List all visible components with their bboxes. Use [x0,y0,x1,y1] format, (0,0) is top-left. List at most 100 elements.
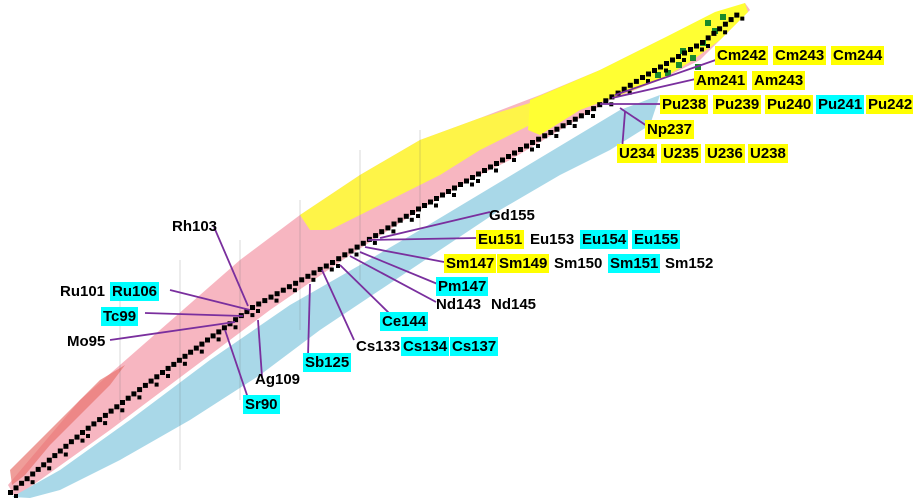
label-eu151: Eu151 [476,230,525,249]
stable-cell [554,134,559,138]
stable-cell [131,391,137,397]
stable-cell [470,175,475,180]
stable-cell [19,480,25,486]
stable-cell [165,365,171,371]
leader-line [621,111,626,151]
label-pu240: Pu240 [765,95,814,114]
stable-cell [640,75,645,80]
stable-cell [434,196,439,201]
stable-cell [464,178,469,184]
stable-cell [391,229,396,234]
stable-cell [403,213,409,219]
stable-cell [311,277,316,282]
label-am243: Am243 [752,71,806,90]
stable-cell [452,193,456,197]
stable-cell [142,382,148,388]
leader-line [307,283,311,357]
stable-cell [13,485,19,491]
stable-cell [317,266,323,272]
label-sm150: Sm150 [554,255,603,272]
stable-cell [86,434,90,438]
label-eu154: Eu154 [580,230,629,249]
stable-cell [268,294,274,300]
stable-cell [293,280,299,286]
stable-cell [410,210,415,215]
stable-cell [250,313,255,318]
stable-cell [621,86,627,92]
actinide-yellow-band [528,3,748,135]
label-pu239: Pu239 [713,95,762,114]
stable-cell [452,185,457,191]
stable-cell [652,68,657,73]
stable-cell [227,321,233,327]
stable-cell [512,158,516,162]
stable-cell [728,17,734,23]
stable-cell [740,16,745,21]
stable-cell [373,233,379,239]
stable-cell [330,260,335,265]
stable-cell [397,217,403,223]
label-ru106: Ru106 [110,282,160,301]
label-sr90: Sr90 [243,395,280,414]
stable-cell [24,476,30,482]
stable-cell [329,267,334,272]
label-pu242: Pu242 [866,95,913,114]
stable-cell [734,12,740,18]
stable-cell [646,71,651,77]
stable-cell [154,374,160,380]
stable-cell [188,349,194,355]
stable-cell [676,54,681,59]
label-cs133: Cs133 [356,338,401,355]
stable-cell [41,462,47,468]
stable-cell [409,217,414,222]
stable-cell [682,50,687,56]
stable-cell [311,270,317,276]
stable-cell [193,345,199,351]
stable-cell [171,361,177,367]
stable-cell [102,412,108,418]
label-u234: U234 [617,144,657,163]
stable-cell [494,161,499,166]
label-gd155: Gd155 [489,207,535,224]
label-u236: U236 [705,144,745,163]
stable-cell [530,140,535,145]
stable-cell [35,466,41,472]
leader-line [224,329,249,399]
leader-line [213,226,249,307]
stable-cell [646,79,650,83]
stable-cell [722,21,728,27]
label-pu241: Pu241 [816,95,865,114]
stable-cell [585,110,590,115]
stable-cell [125,395,131,401]
stable-cell [458,182,463,187]
label-tc99: Tc99 [101,307,139,326]
stable-cell [572,116,578,122]
stable-cell [391,221,397,227]
stable-cell [627,82,633,88]
stable-cell [518,147,523,152]
label-eu153: Eu153 [530,231,575,248]
stable-cell [63,452,68,457]
stable-cell [560,123,566,129]
leader-line [321,269,355,341]
label-rh103: Rh103 [172,218,218,235]
stable-cell [700,40,705,45]
actinide-green-cell [720,14,726,20]
stable-cell [348,248,354,254]
stable-cell [633,78,639,84]
stable-cell [336,264,340,268]
label-cm242: Cm242 [715,46,769,65]
stable-cell [46,457,52,463]
stable-cell [416,206,421,212]
stable-cell [342,252,348,258]
label-ag109: Ag109 [255,371,301,388]
stable-cell [14,494,18,498]
stable-cell [160,370,165,375]
label-sb125: Sb125 [303,353,352,372]
stable-cell [299,277,305,283]
stable-cell [108,408,114,414]
neutron-rich-band [12,95,660,498]
stable-cell [416,214,420,218]
stable-cell [182,353,188,359]
